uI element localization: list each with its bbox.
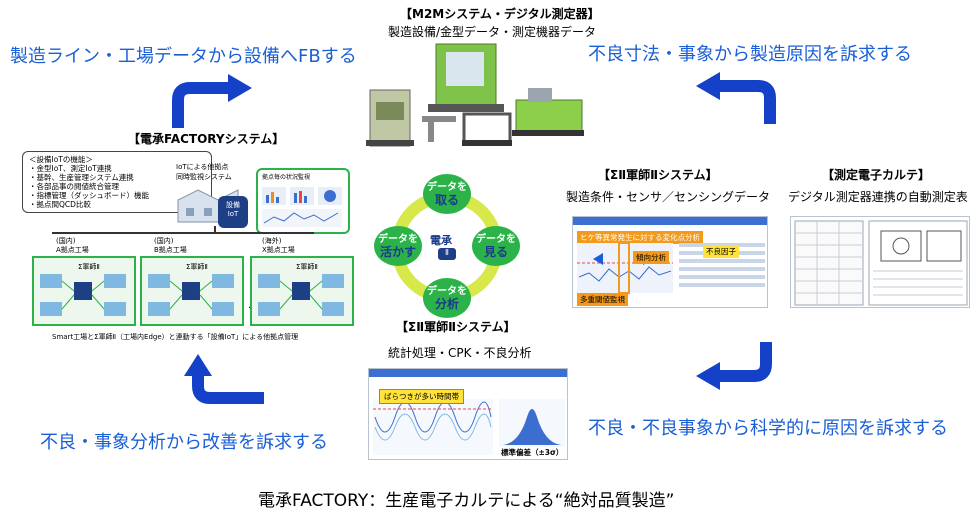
sigma-right-banner: ヒケ等異常発生に対する変化点分析 [577, 231, 703, 244]
features-header: ＜設備IoTの機能＞ [29, 155, 93, 164]
sigma-bottom-subtitle: 統計処理・CPK・不良分析 [388, 346, 532, 360]
denshou-title: 【電承FACTORYシステム】 [128, 132, 285, 146]
arrow-up-left [690, 68, 780, 128]
factory-panel-b: Σ軍師Ⅱ [140, 256, 244, 326]
factory-x-region: (海外) [262, 237, 282, 245]
tag-trend: 傾向分析 [633, 251, 669, 264]
sigma-bottom-title: 【ΣⅡ軍師Ⅱシステム】 [396, 320, 516, 334]
flow-text-top-left: 製造ライン・工場データから設備へFBする [10, 46, 357, 67]
network-line [52, 232, 314, 234]
cycle-node-see: データを 見る [472, 226, 520, 266]
equipment-image [356, 40, 586, 150]
sigma-right-subtitle: 製造条件・センサ／センシングデータ [566, 190, 771, 204]
footer-caption: 電承FACTORY：生産電子カルテによる“絶対品質製造” [258, 491, 675, 511]
tag-multi: 多重閾値監視 [577, 293, 628, 306]
factory-b-name: B拠点工場 [154, 246, 187, 254]
sigma-label: Σ軍師Ⅱ [296, 263, 318, 271]
database-icon: 設備 IoT [218, 196, 248, 228]
cycle-center-label: 電承 [430, 234, 452, 247]
arrow-down-left-up [184, 352, 274, 416]
flow-text-bottom-left: 不良・事象分析から改善を訴求する [40, 432, 328, 453]
cycle-node-take: データを 取る [423, 174, 471, 214]
karte-screenshot [790, 216, 970, 308]
m2m-title: 【M2Mシステム・デジタル測定器】 [400, 7, 600, 21]
sigma-label: Σ軍師Ⅱ [186, 263, 208, 271]
monitoring-dashboard: 拠点毎の状況監視 [256, 168, 350, 234]
cycle-center-badge: Ⅱ [438, 248, 456, 260]
db-label-1: 設備 [226, 201, 240, 209]
cycle-node-analyze: データを 分析 [423, 278, 471, 318]
feature-item: ・金型IoT、測定IoT連携 [29, 164, 112, 173]
denshou-caption: Smart工場とΣ軍師Ⅱ（工場内Edge）と連動する「設備IoT」による他拠点管… [52, 333, 299, 341]
feature-item: ・基幹、生産管理システム連携 [29, 173, 134, 182]
dashboard-title: 拠点毎の状況監視 [262, 174, 311, 181]
factory-panel-x: Σ軍師Ⅱ [250, 256, 354, 326]
feature-item: ・各部品事の閲値統合管理 [29, 182, 119, 191]
karte-subtitle: デジタル測定器連携の自動測定表 [788, 190, 968, 204]
features-box: ＜設備IoTの機能＞ ・金型IoT、測定IoT連携 ・基幹、生産管理システム連携… [22, 151, 212, 213]
iot-note-1: IoTによる他拠点 [176, 163, 229, 171]
callout-variation: ばらつきが多い時間帯 [379, 389, 464, 404]
flow-text-top-right: 不良寸法・事象から製造原因を訴求する [588, 44, 912, 65]
factory-x-name: X拠点工場 [262, 246, 295, 254]
factory-b-region: (国内) [154, 237, 174, 245]
data-cycle-diagram: データを 取る データを 見る データを 分析 データを 活かす 電承 Ⅱ [372, 172, 522, 322]
feature-item: ・指標管理（ダッシュボード）機能 [29, 191, 149, 200]
sigma-bottom-screenshot: ばらつきが多い時間帯 標準偏差（±3σ） [368, 368, 568, 460]
arrow-down-left [690, 340, 780, 396]
karte-title: 【測定電子カルテ】 [822, 168, 931, 182]
factory-a-region: (国内) [56, 237, 76, 245]
tag-defect: 不良因子 [703, 245, 739, 258]
sigma-right-screenshot: ヒケ等異常発生に対する変化点分析 傾向分析 不良因子 多重閾値監視 [572, 216, 768, 308]
factory-a-name: A拠点工場 [56, 246, 89, 254]
std-label: 標準偏差（±3σ） [501, 448, 564, 457]
arrow-up-right [168, 70, 258, 130]
factory-panel-a: Σ軍師Ⅱ [32, 256, 136, 326]
feature-item: ・拠点間QCD比較 [29, 200, 91, 209]
m2m-subtitle: 製造設備/金型データ・測定機器データ [388, 25, 597, 39]
iot-note-2: 同時監視システム [176, 173, 232, 181]
sigma-right-title: 【ΣⅡ軍師Ⅱシステム】 [598, 168, 718, 182]
sigma-label: Σ軍師Ⅱ [78, 263, 100, 271]
network-stem [214, 226, 216, 234]
db-label-2: IoT [227, 210, 239, 218]
flow-text-bottom-right: 不良・不良事象から科学的に原因を訴求する [588, 418, 948, 439]
cycle-node-utilize: データを 活かす [374, 226, 422, 266]
